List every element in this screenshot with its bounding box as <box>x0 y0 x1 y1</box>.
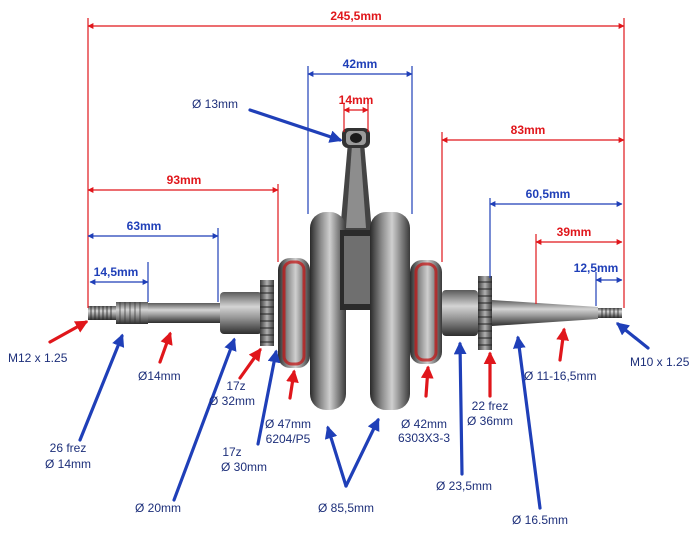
web-diameter-label: Ø 85,5mm <box>318 501 374 515</box>
left-bearing <box>278 258 310 368</box>
right-12-5-label: 12,5mm <box>574 261 619 275</box>
left-thread <box>88 306 116 320</box>
journal-16-5-label: Ø 16.5mm <box>512 513 568 527</box>
gear-17z-30-line1: 17z <box>222 445 241 459</box>
right-39-label: 39mm <box>557 225 592 239</box>
left-gear <box>260 280 274 346</box>
right-journal <box>442 290 478 336</box>
spline-26-line2: Ø 14mm <box>45 457 91 471</box>
connecting-rod <box>340 128 372 232</box>
bearing-47-line1: Ø 47mm <box>265 417 311 431</box>
right-60-label: 60,5mm <box>526 187 571 201</box>
rod-small-end-label: 14mm <box>339 93 374 107</box>
taper-label: Ø 11-16,5mm <box>524 369 596 383</box>
bearing-47-line2: 6204/P5 <box>266 432 311 446</box>
left-63-label: 63mm <box>127 219 162 233</box>
left-spline <box>116 302 148 324</box>
gear-22-line2: Ø 36mm <box>467 414 513 428</box>
right-bearing <box>410 260 442 364</box>
overall-length-label: 245,5mm <box>330 9 381 23</box>
gear-17z-30-line2: Ø 30mm <box>221 460 267 474</box>
right-gear <box>478 276 492 350</box>
spline-26-line1: 26 frez <box>50 441 87 455</box>
thread-right-label: M10 x 1.25 <box>630 355 690 369</box>
left-web <box>310 212 346 410</box>
crankshaft-illustration <box>88 128 622 410</box>
left-journal <box>220 292 262 334</box>
dimension-labels: 245,5mm 42mm 14mm 83mm 93mm 60,5mm 63mm … <box>94 9 619 279</box>
bearing-42-line1: Ø 42mm <box>401 417 447 431</box>
left-14-5-label: 14,5mm <box>94 265 139 279</box>
gear-17z-32-line1: 17z <box>226 379 245 393</box>
journal-20-label: Ø 20mm <box>135 501 181 515</box>
callout-labels: Ø 13mm M12 x 1.25 M10 x 1.25 Ø14mm Ø 11-… <box>8 97 690 527</box>
thread-left-label: M12 x 1.25 <box>8 351 68 365</box>
left-shaft <box>148 303 220 323</box>
shaft-14-label: Ø14mm <box>138 369 181 383</box>
web-width-label: 42mm <box>343 57 378 71</box>
left-93-label: 93mm <box>167 173 202 187</box>
callout-arrows <box>48 108 650 510</box>
rod-bore-label: Ø 13mm <box>192 97 238 111</box>
right-web <box>370 212 410 410</box>
gear-17z-32-line2: Ø 32mm <box>209 394 255 408</box>
bearing-42-line2: 6303X3-3 <box>398 431 450 445</box>
right-side-length-label: 83mm <box>511 123 546 137</box>
right-taper <box>492 300 598 326</box>
gear-22-line1: 22 frez <box>472 399 509 413</box>
dimension-lines <box>87 18 625 308</box>
journal-23-5-label: Ø 23,5mm <box>436 479 492 493</box>
